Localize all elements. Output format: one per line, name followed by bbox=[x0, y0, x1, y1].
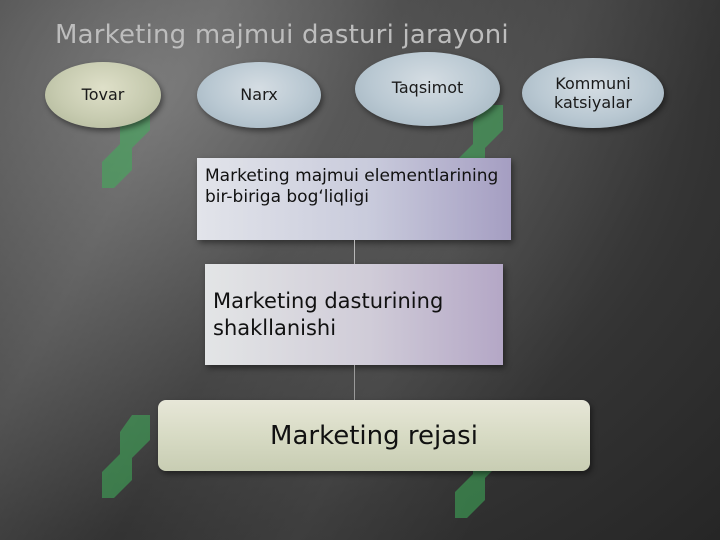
program-formation-box: Marketing dasturining shakllanishi bbox=[205, 264, 503, 365]
element-label: Narx bbox=[240, 85, 278, 105]
element-narx: Narx bbox=[197, 62, 321, 128]
interrelation-box: Marketing majmui elementlarining bir-bir… bbox=[197, 158, 511, 240]
connector-line bbox=[354, 240, 355, 264]
element-taqsimot: Taqsimot bbox=[355, 52, 500, 126]
interrelation-text: Marketing majmui elementlarining bir-bir… bbox=[205, 166, 499, 208]
element-label: Kommuni katsiyalar bbox=[554, 73, 632, 112]
element-label: Tovar bbox=[81, 85, 125, 105]
element-kommunikatsiyalar: Kommuni katsiyalar bbox=[522, 58, 664, 128]
marketing-plan-box: Marketing rejasi bbox=[158, 400, 590, 471]
slide-title: Marketing majmui dasturi jarayoni bbox=[55, 20, 509, 50]
watermark-logo-icon bbox=[102, 105, 150, 188]
marketing-plan-text: Marketing rejasi bbox=[270, 420, 478, 451]
program-formation-text: Marketing dasturining shakllanishi bbox=[213, 289, 444, 340]
element-label: Taqsimot bbox=[391, 78, 464, 98]
watermark-logo-icon bbox=[102, 415, 150, 498]
connector-line bbox=[354, 365, 355, 400]
element-tovar: Tovar bbox=[45, 62, 161, 128]
